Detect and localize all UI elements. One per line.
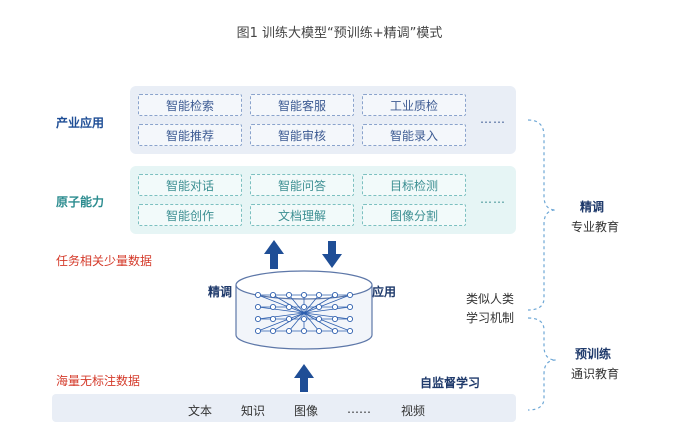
atomic-item: 智能问答 (250, 174, 354, 196)
atomic-item: 图像分割 (362, 204, 466, 226)
atomic-item: 智能创作 (138, 204, 242, 226)
atomic-label: 原子能力 (56, 195, 105, 209)
finetune-brace-icon (527, 119, 557, 311)
industry-item: 智能客服 (250, 94, 354, 116)
industry-label: 产业应用 (56, 116, 105, 130)
model-finetune-label: 精调 (208, 285, 233, 299)
data-item-knowledge: 知识 (241, 404, 266, 418)
atomic-item: 文档理解 (250, 204, 354, 226)
data-up-arrow-icon (294, 364, 314, 392)
pretrain-brace-icon (527, 317, 557, 411)
industry-panel: 智能检索 智能客服 工业质检 智能推荐 智能审核 智能录入 …… (130, 86, 516, 154)
mechanism-line2: 学习机制 (466, 311, 515, 325)
industry-item: 工业质检 (362, 94, 466, 116)
atomic-panel: 智能对话 智能问答 目标检测 智能创作 文档理解 图像分割 …… (130, 166, 516, 234)
data-item-image: 图像 (294, 404, 319, 418)
data-item-more: …… (347, 402, 371, 416)
data-source-panel (52, 394, 516, 422)
industry-item: 智能录入 (362, 124, 466, 146)
figure-title: 图1 训练大模型“预训练+精调”模式 (236, 26, 443, 41)
atomic-more: …… (480, 192, 506, 206)
unlabeled-data-note: 海量无标注数据 (56, 374, 141, 388)
finetune-title: 精调 (580, 200, 605, 214)
down-arrow-icon (322, 241, 342, 268)
data-item-video: 视频 (401, 404, 426, 418)
data-item-text: 文本 (188, 404, 213, 418)
pretrain-sub: 通识教育 (571, 367, 620, 381)
model-apply-label: 应用 (372, 285, 397, 299)
up-arrow-icon (264, 240, 284, 269)
pretrain-title: 预训练 (575, 347, 612, 361)
atomic-item: 目标检测 (362, 174, 466, 196)
industry-more: …… (480, 112, 506, 126)
industry-item: 智能推荐 (138, 124, 242, 146)
atomic-item: 智能对话 (138, 174, 242, 196)
model-cylinder-icon (235, 270, 373, 350)
finetune-sub: 专业教育 (571, 220, 620, 234)
mechanism-line1: 类似人类 (466, 292, 515, 306)
industry-item: 智能检索 (138, 94, 242, 116)
task-data-note: 任务相关少量数据 (56, 254, 153, 268)
self-supervised-label: 自监督学习 (420, 376, 481, 390)
industry-item: 智能审核 (250, 124, 354, 146)
